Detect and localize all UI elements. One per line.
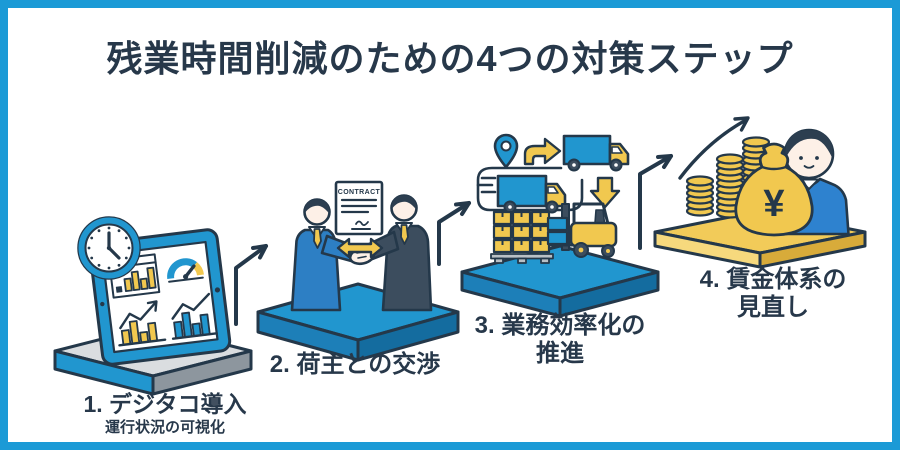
bar-chart-blue-icon [171, 292, 218, 340]
step3-label-line2: 推進 [536, 340, 584, 367]
step3-label: 3. 業務効率化の [474, 312, 646, 339]
step1-label: 1. デジタコ導入 [83, 391, 247, 417]
clock-icon [77, 216, 141, 280]
arrow-step3-to-step4 [638, 154, 673, 250]
step1-sublabel: 運行状況の可視化 [104, 419, 225, 436]
forklift-icon [546, 202, 618, 258]
diagram-canvas: CONTRACT [53, 116, 867, 396]
coin-stack-small [685, 175, 715, 217]
down-arrow-icon [589, 176, 621, 209]
contract-title: CONTRACT [338, 189, 381, 196]
growth-arrow-icon [678, 116, 750, 180]
arrow-step2-to-step3 [437, 201, 471, 266]
step4-label: 4. 賃金体系の [699, 266, 847, 293]
gauge-icon [167, 258, 204, 283]
curved-right-arrow-icon [523, 137, 562, 166]
arrow-step1-to-step2 [234, 244, 268, 326]
bar-chart-yellow-icon [118, 300, 167, 347]
step2-label: 2. 荷主との交渉 [269, 351, 441, 378]
location-pin-icon [493, 133, 519, 169]
contract-document: CONTRACT [334, 180, 384, 236]
page-title: 残業時間削減のための4つの対策ステップ [106, 38, 794, 79]
money-bag-icon: ¥ [734, 142, 814, 237]
truck-icon-mid [496, 174, 567, 214]
yen-symbol: ¥ [763, 183, 784, 225]
cargo-boxes [490, 210, 554, 264]
businessman-right [361, 194, 433, 312]
exchange-arrow-icon [336, 237, 384, 259]
route-line [476, 166, 584, 212]
pallet [490, 253, 554, 264]
truck-icon-top [562, 134, 630, 172]
step4-label-line2: 見直し [737, 294, 809, 321]
